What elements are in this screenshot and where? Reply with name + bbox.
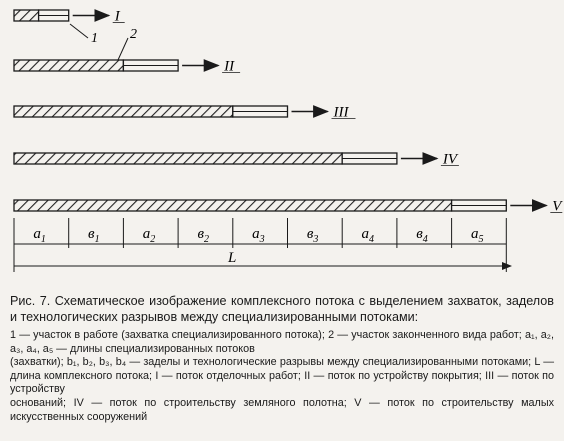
completed-section-bar [13,152,343,165]
total-length-label: L [227,250,236,266]
caption-line-1: 1 — участок в работе (захватка специализ… [10,329,554,355]
callout-1-label: 1 [91,31,98,46]
completed-section-bar [13,9,40,22]
segment-label: a2 [143,226,156,245]
completed-section-bar [13,199,453,212]
total-length-dimension: L [13,250,512,270]
stream-II: II [13,59,241,75]
segment-label: в4 [416,226,428,245]
stream-roman-label: IV [442,152,459,168]
caption-title: Рис. 7. Схематическое изображение компле… [10,294,554,324]
caption-line-2: (захватки); b₁, b₂, b₃, b₄ — заделы и те… [10,356,554,396]
stream-V: V [13,199,563,215]
figure-caption: Рис. 7. Схематическое изображение компле… [10,294,554,424]
callouts-layer: 1 2 [69,23,137,61]
caption-line-3: оснований; IV — поток по строительству з… [10,396,554,423]
callout-1-leader [69,23,89,39]
stream-roman-label: V [552,199,563,215]
callout-2-label: 2 [130,27,137,42]
stream-IV: IV [13,152,459,168]
segment-label: a5 [471,226,484,245]
completed-section-bar [13,59,125,72]
segment-label: a1 [33,226,46,245]
segments-layer: a1 в1 a2 в2 a3 в3 a4 в4 a5 [13,218,507,272]
callout-2-leader [117,37,129,61]
segment-label: a3 [252,226,265,245]
segment-label: в1 [88,226,100,245]
completed-section-bar [13,105,234,118]
stream-roman-label: II [223,59,235,75]
stream-roman-label: I [114,9,121,25]
stream-roman-label: III [333,105,350,121]
stream-III: III [13,105,356,121]
stream-I: I [13,9,125,25]
segment-label: в2 [197,226,209,245]
caption-body: 1 — участок в работе (захватка специализ… [10,329,554,424]
segment-label: a4 [362,226,375,245]
segment-label: в3 [307,226,319,245]
